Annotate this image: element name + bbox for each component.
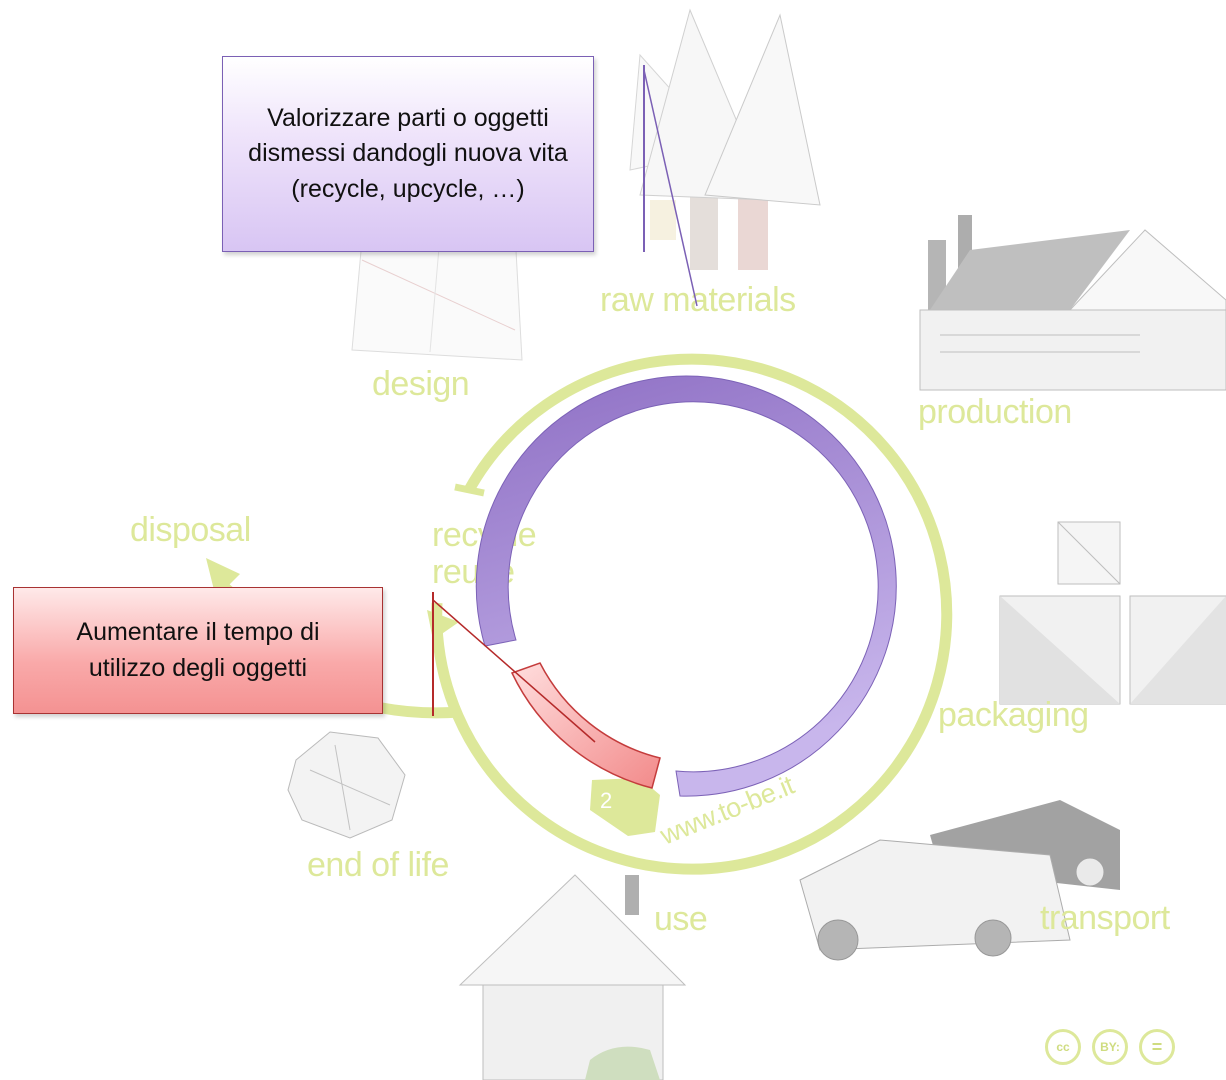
extend-use-callout: Aumentare il tempo di utilizzo degli ogg…	[13, 587, 383, 714]
extend-use-callout-text: Aumentare il tempo di utilizzo degli ogg…	[76, 618, 320, 682]
cycle-arrowhead-icon	[427, 610, 459, 640]
logo-digit: 2	[600, 788, 612, 813]
paper-boxes-illustration	[999, 521, 1226, 705]
paper-car-illustration	[799, 800, 1120, 961]
red-callout-connector	[432, 592, 596, 743]
cc-license-icon: cc	[1045, 1029, 1081, 1065]
recycle-callout-text: Valorizzare parti o oggetti dismessi dan…	[248, 103, 568, 203]
stage-design: design	[372, 365, 469, 403]
paper-house-illustration	[458, 874, 687, 1080]
tobe-logo: 2	[590, 778, 660, 836]
stage-packaging: packaging	[938, 696, 1089, 734]
crumpled-paper-illustration	[287, 731, 406, 839]
red-ring-segment	[510, 662, 661, 789]
paper-trees-illustration	[629, 8, 821, 270]
recycle-callout: Valorizzare parti o oggetti dismessi dan…	[222, 56, 594, 252]
stage-end-of-life: end of life	[307, 846, 449, 884]
stage-disposal: disposal	[130, 511, 251, 549]
cc-by-icon: BY:	[1092, 1029, 1128, 1065]
stage-production: production	[918, 393, 1072, 431]
stage-use: use	[654, 900, 707, 938]
stage-raw-materials: raw materials	[600, 281, 796, 319]
cc-nd-icon: =	[1139, 1029, 1175, 1065]
purple-callout-connector	[643, 65, 698, 307]
outer-cycle-ring	[427, 353, 953, 875]
paper-factory-illustration	[919, 215, 1226, 391]
stage-transport: transport	[1040, 899, 1171, 937]
purple-ring-arc	[475, 375, 897, 797]
